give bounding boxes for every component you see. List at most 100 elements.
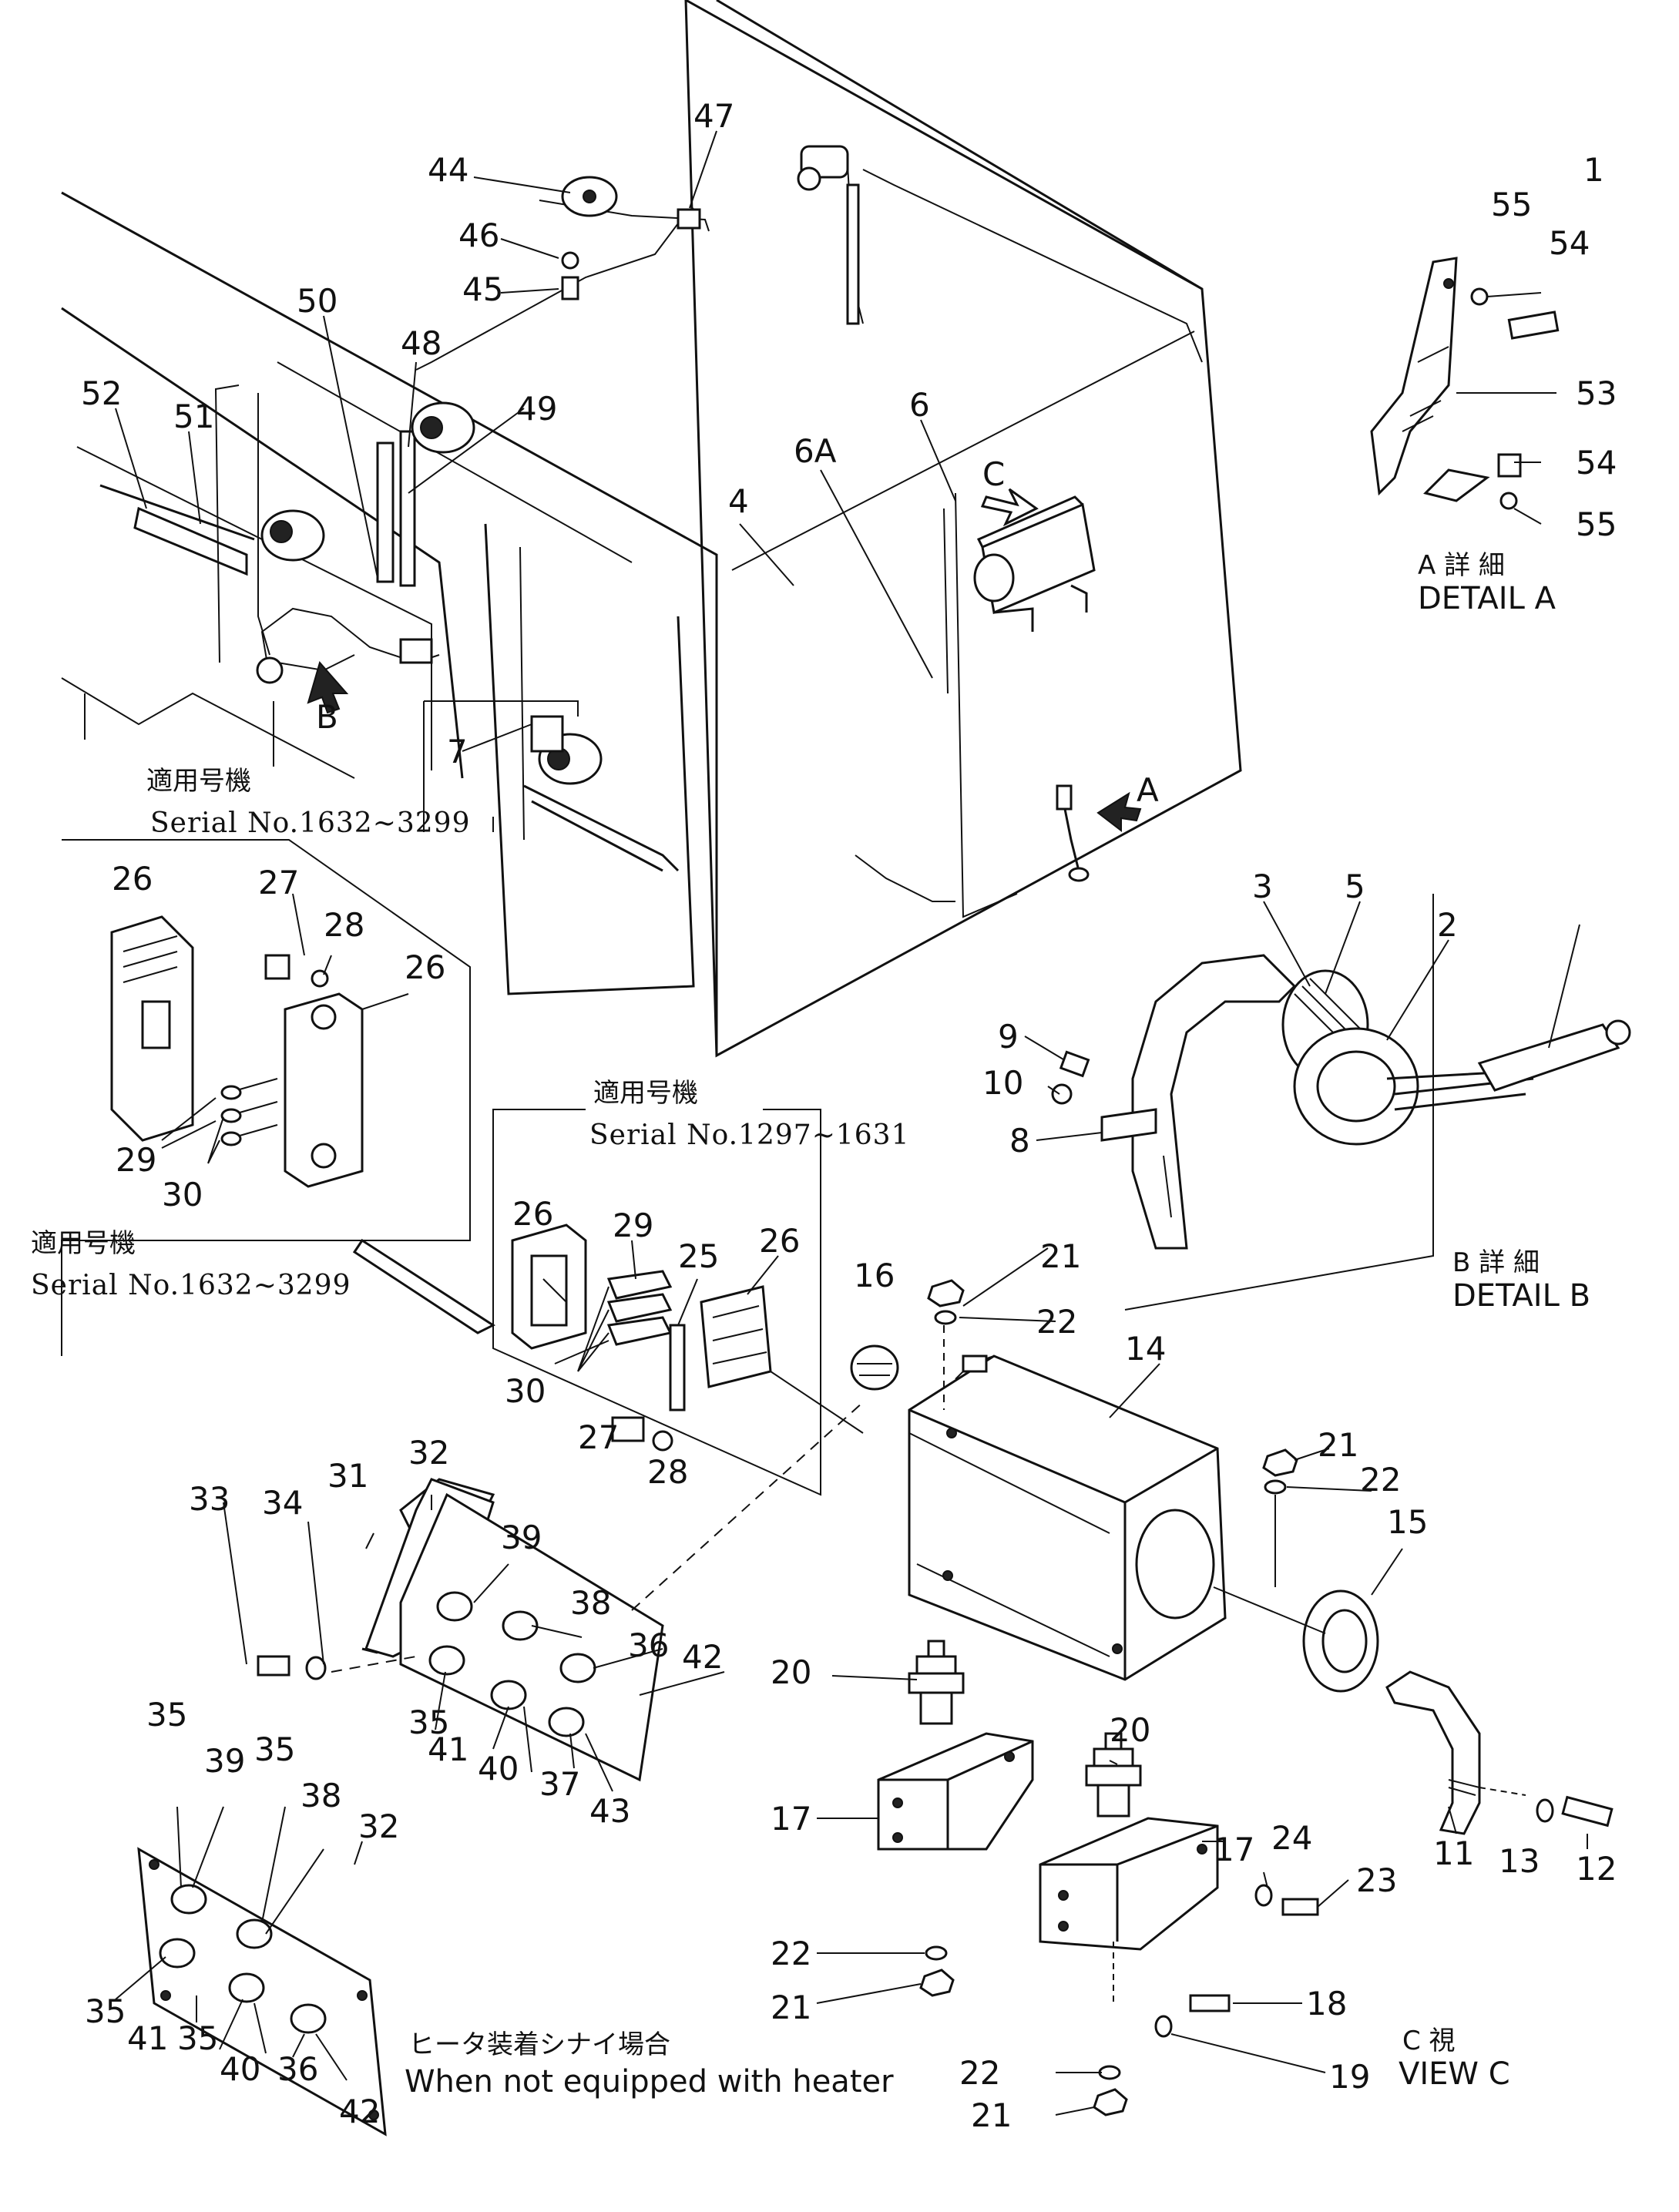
callout-35-b3: 35 [177, 2019, 218, 2057]
callout-20-left: 20 [771, 1653, 811, 1691]
callout-21-bl: 21 [771, 1989, 811, 2026]
callout-37: 37 [539, 1765, 580, 1803]
washer-24 [1254, 1884, 1273, 1907]
arrow-a: A [1096, 771, 1159, 833]
arrow-c-label: C [982, 455, 1005, 493]
detail-a-en: DETAIL A [1418, 581, 1556, 616]
mount-20-left [908, 1640, 965, 1725]
washer-22-bottom-right [1098, 2065, 1121, 2080]
callout-34: 34 [262, 1484, 303, 1522]
bolt-45 [561, 276, 579, 300]
arrow-a-label: A [1137, 771, 1159, 809]
connector-47 [677, 208, 701, 230]
harness-b [256, 607, 440, 684]
callout-26-midbox: 26 [759, 1222, 800, 1260]
callout-4: 4 [728, 482, 749, 520]
bolt-23 [1281, 1898, 1319, 1916]
callout-2: 2 [1437, 906, 1458, 944]
washer-19 [1154, 2015, 1173, 2038]
callout-6a: 6A [794, 432, 837, 470]
washer-22-bottom-left [925, 1945, 948, 1961]
callout-5: 5 [1345, 868, 1365, 905]
callout-28-left: 28 [324, 906, 364, 944]
bolt-12 [1561, 1795, 1614, 1828]
callout-1: 1 [1583, 151, 1604, 189]
knob-16 [850, 1344, 899, 1391]
detail-b-en: DETAIL B [1452, 1278, 1590, 1314]
callout-21-right: 21 [1318, 1426, 1358, 1464]
bracket-17-left [877, 1732, 1034, 1851]
callout-41-top: 41 [428, 1730, 468, 1768]
callout-54-top: 54 [1549, 224, 1590, 262]
callout-20-right: 20 [1110, 1711, 1150, 1749]
callout-29-left: 29 [116, 1141, 156, 1179]
no-heater-en: When not equipped with heater [405, 2064, 894, 2100]
rear-wiper-assembly [376, 401, 475, 587]
washer-46 [561, 251, 579, 270]
callout-17-right: 17 [1214, 1831, 1254, 1868]
callout-26-leftbox: 26 [405, 948, 445, 986]
callout-6: 6 [909, 386, 930, 424]
detail-a: A 詳 細 DETAIL A [1370, 257, 1560, 616]
callout-35-top: 35 [146, 1696, 187, 1734]
callout-numbers: 1 2 3 5 6 6A 4 7 8 9 10 11 12 13 14 15 1… [81, 97, 1617, 2134]
detail-b-jp: B 詳 細 [1452, 1247, 1540, 1278]
callout-32-top: 32 [408, 1434, 449, 1472]
callout-35-mid: 35 [408, 1703, 449, 1741]
callout-18: 18 [1306, 1985, 1347, 2022]
callout-30-left: 30 [162, 1176, 203, 1213]
grommet-15 [1213, 1586, 1379, 1693]
mount-20-right [1085, 1732, 1142, 1818]
hose-11 [1385, 1670, 1526, 1835]
callout-33: 33 [189, 1480, 230, 1518]
callout-9: 9 [998, 1018, 1019, 1056]
callout-24: 24 [1271, 1819, 1312, 1857]
callout-26-left: 26 [112, 860, 153, 898]
callout-51: 51 [173, 398, 214, 435]
arrow-b: B [307, 660, 349, 736]
left-wiper [99, 484, 325, 576]
callout-45: 45 [462, 270, 503, 308]
callout-8: 8 [1009, 1122, 1030, 1160]
callout-23: 23 [1356, 1861, 1397, 1899]
callout-39-bottom: 39 [204, 1742, 245, 1780]
callout-15: 15 [1387, 1503, 1428, 1541]
view-c-en: VIEW C [1399, 2056, 1510, 2092]
callout-22-top: 22 [1036, 1303, 1077, 1341]
cab-body [61, 0, 1242, 1058]
callout-17-left: 17 [771, 1800, 811, 1838]
callout-36-top: 36 [628, 1626, 669, 1664]
applicable-label-left: 適用号機 [31, 1228, 136, 1259]
hatched-leader [352, 1238, 496, 1334]
horn-44 [561, 176, 618, 217]
callout-27-mid: 27 [578, 1418, 619, 1456]
callout-40-bottom: 40 [220, 2050, 260, 2088]
callout-55-bottom: 55 [1576, 505, 1617, 543]
roof-wiring [415, 145, 1203, 371]
callout-44: 44 [428, 151, 468, 189]
arrow-c: C [980, 455, 1039, 527]
callout-28-mid: 28 [647, 1453, 688, 1491]
serial-1632-top: Serial No.1632~3299 [150, 807, 471, 839]
applicable-label-mid: 適用号機 [593, 1078, 698, 1109]
fuse-box-1297: 適用号機 Serial No.1297~1631 [492, 1078, 910, 1496]
callout-38-bottom: 38 [301, 1777, 341, 1814]
leader-lines [115, 130, 1588, 2116]
callout-54-bottom: 54 [1576, 444, 1617, 482]
callout-32-bottom: 32 [358, 1808, 399, 1845]
nut-21-bottom-left [919, 1969, 955, 1997]
washer-13 [1536, 1798, 1554, 1823]
callout-22-bl: 22 [771, 1935, 811, 1972]
callout-41-bottom: 41 [127, 2019, 168, 2057]
serial-1632-left: Serial No.1632~3299 [31, 1270, 351, 1301]
callout-38-top: 38 [570, 1584, 611, 1622]
callout-16: 16 [854, 1257, 895, 1294]
callout-29-mid: 29 [613, 1207, 653, 1244]
callout-25: 25 [678, 1237, 719, 1275]
nut-washer-top [927, 1279, 965, 1410]
relay-box-c [973, 495, 1096, 632]
callout-35-b1: 35 [254, 1730, 295, 1768]
serial-1297-mid: Serial No.1297~1631 [589, 1119, 910, 1151]
callout-52: 52 [81, 374, 122, 412]
